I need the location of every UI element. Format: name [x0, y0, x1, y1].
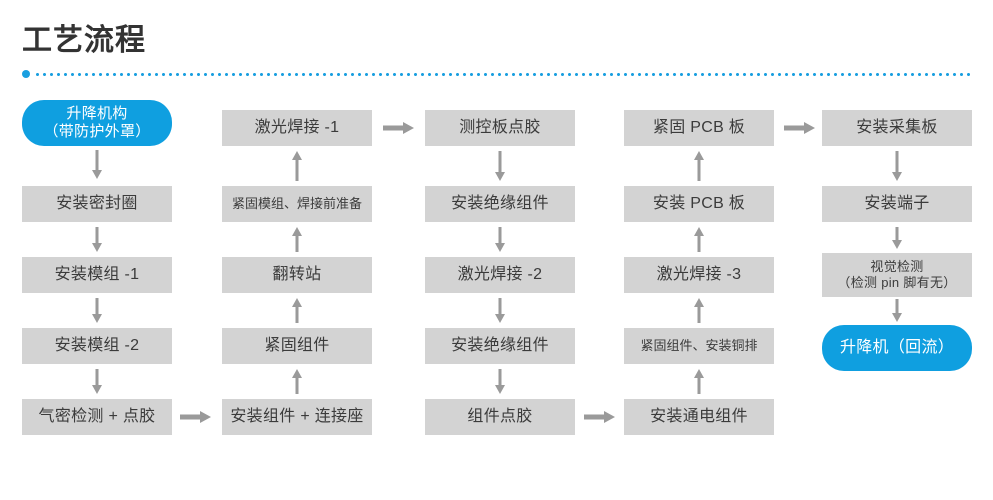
arrow-up-icon-c4-r5-r4 [692, 369, 706, 395]
arrow-down-icon-c1-r2-r3 [90, 227, 104, 253]
arrow-down-icon-c5-r3-r4 [890, 299, 904, 323]
flow-node-c3-r1[interactable]: 测控板点胶 [425, 110, 575, 146]
flow-node-c3-r4[interactable]: 安装绝缘组件 [425, 328, 575, 364]
arrow-down-icon-c1-r4-r5 [90, 369, 104, 395]
dotted-line [34, 72, 972, 76]
flow-node-c2-r1[interactable]: 激光焊接 -1 [222, 110, 372, 146]
arrow-right-icon-c4-to-c5 [784, 120, 816, 136]
flow-node-c4-r1[interactable]: 紧固 PCB 板 [624, 110, 774, 146]
title-divider [22, 70, 972, 78]
arrow-down-icon-c3-r4-r5 [493, 369, 507, 395]
arrow-right-icon-c3-to-c4 [584, 409, 616, 425]
flow-node-label-line1: 升降机构 [66, 105, 128, 122]
arrow-up-icon-c4-r3-r2 [692, 227, 706, 253]
flow-node-c3-r2[interactable]: 安装绝缘组件 [425, 186, 575, 222]
flow-node-label-line1: 视觉检测 [870, 258, 924, 274]
flow-node-c3-r5[interactable]: 组件点胶 [425, 399, 575, 435]
arrow-up-icon-c2-r5-r4 [290, 369, 304, 395]
flow-node-c5-r3[interactable]: 视觉检测 （检测 pin 脚有无） [822, 253, 972, 297]
arrow-down-icon-c5-r2-r3 [890, 227, 904, 250]
flow-node-c3-r3[interactable]: 激光焊接 -2 [425, 257, 575, 293]
flow-node-c1-r4[interactable]: 安装模组 -2 [22, 328, 172, 364]
flow-node-c4-r3[interactable]: 激光焊接 -3 [624, 257, 774, 293]
page-title: 工艺流程 [22, 24, 146, 57]
flow-node-c1-r5[interactable]: 气密检测 + 点胶 [22, 399, 172, 435]
arrow-down-icon-c3-r2-r3 [493, 227, 507, 253]
flow-node-c1-r3[interactable]: 安装模组 -1 [22, 257, 172, 293]
flow-node-c2-r4[interactable]: 紧固组件 [222, 328, 372, 364]
flow-node-c5-r4[interactable]: 升降机（回流） [822, 325, 972, 371]
arrow-up-icon-c2-r3-r2 [290, 227, 304, 253]
flow-node-c1-r1[interactable]: 升降机构 （带防护外罩） [22, 100, 172, 146]
arrow-right-icon-c2-to-c3 [383, 120, 415, 136]
arrow-down-icon-c1-r1-r2 [90, 150, 104, 180]
flow-node-c2-r5[interactable]: 安装组件 + 连接座 [222, 399, 372, 435]
flow-node-label-line2: （带防护外罩） [43, 123, 151, 140]
arrow-down-icon-c3-r3-r4 [493, 298, 507, 324]
flow-node-c2-r3[interactable]: 翻转站 [222, 257, 372, 293]
flow-node-label-line2: （检测 pin 脚有无） [837, 275, 957, 290]
bullet-dot-icon [22, 70, 30, 78]
arrow-up-icon-c4-r2-r1 [692, 151, 706, 182]
arrow-up-icon-c2-r2-r1 [290, 151, 304, 182]
arrow-down-icon-c3-r1-r2 [493, 151, 507, 182]
flow-node-c4-r4[interactable]: 紧固组件、安装铜排 [624, 328, 774, 364]
flow-node-c5-r2[interactable]: 安装端子 [822, 186, 972, 222]
arrow-up-icon-c2-r4-r3 [290, 298, 304, 324]
flow-node-c1-r2[interactable]: 安装密封圈 [22, 186, 172, 222]
flow-node-c4-r5[interactable]: 安装通电组件 [624, 399, 774, 435]
arrow-down-icon-c1-r3-r4 [90, 298, 104, 324]
flow-node-c5-r1[interactable]: 安装采集板 [822, 110, 972, 146]
flow-node-c2-r2[interactable]: 紧固模组、焊接前准备 [222, 186, 372, 222]
arrow-down-icon-c5-r1-r2 [890, 151, 904, 182]
arrow-right-icon-c1-to-c2 [180, 409, 212, 425]
flow-node-c4-r2[interactable]: 安装 PCB 板 [624, 186, 774, 222]
arrow-up-icon-c4-r4-r3 [692, 298, 706, 324]
